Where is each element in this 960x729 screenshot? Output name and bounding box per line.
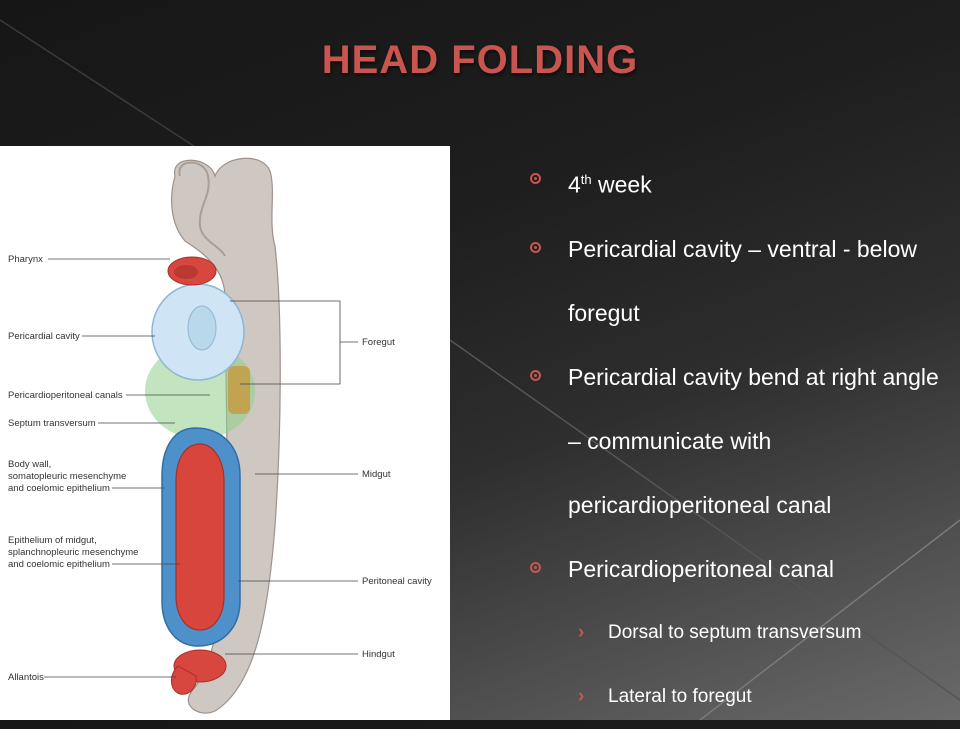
bullet-item: Pericardial cavity bend at right angle –… <box>530 345 950 537</box>
radio-circle-icon <box>530 561 541 573</box>
leader-lines <box>44 258 358 678</box>
sub-bullet-text: Lateral to foregut <box>608 685 752 707</box>
pharynx-opening <box>174 265 198 279</box>
label-peritoneal-cavity: Peritoneal cavity <box>362 576 432 587</box>
label-body-wall-3: and coelomic epithelium <box>8 483 110 494</box>
label-hindgut: Hindgut <box>362 649 395 660</box>
bullet-text-rest: week <box>591 171 652 198</box>
heart-tube <box>187 305 217 351</box>
radio-circle-icon <box>530 369 541 381</box>
bullet-text-main: 4 <box>568 171 581 198</box>
label-body-wall-2: somatopleuric mesenchyme <box>8 471 126 482</box>
bullet-text: Pericardioperitoneal canal <box>568 555 834 582</box>
label-allantois: Allantois <box>8 672 44 683</box>
label-septum-transversum: Septum transversum <box>8 418 96 429</box>
label-epithelium-1: Epithelium of midgut, <box>8 535 97 546</box>
label-midgut: Midgut <box>362 469 391 480</box>
bullet-text: Pericardial cavity bend at right angle –… <box>568 363 939 518</box>
chevron-right-icon: › <box>578 621 585 643</box>
sub-bullet-item: › Dorsal to septum transversum <box>530 601 950 665</box>
radio-circle-icon <box>530 241 541 253</box>
sub-bullet-text: Dorsal to septum transversum <box>608 621 862 643</box>
bullet-list: 4th week Pericardial cavity – ventral - … <box>530 148 950 729</box>
label-pericardioperitoneal-canals: Pericardioperitoneal canals <box>8 390 123 401</box>
sub-bullet-item: › Lateral to foregut <box>530 665 950 729</box>
label-pericardial-cavity: Pericardial cavity <box>8 331 80 342</box>
label-body-wall-1: Body wall, <box>8 459 51 470</box>
label-epithelium-3: and coelomic epithelium <box>8 559 110 570</box>
midgut-shape <box>175 443 225 631</box>
label-epithelium-2: splanchnopleuric mesenchyme <box>8 547 138 558</box>
bullet-text-sup: th <box>580 172 592 187</box>
bullet-item: 4th week <box>530 148 950 217</box>
slide-title: HEAD FOLDING <box>321 38 639 82</box>
embryo-diagram: Pharynx Pericardial cavity Pericardioper… <box>0 146 450 720</box>
radio-circle-icon <box>530 173 541 184</box>
bullet-item: Pericardial cavity – ventral - below for… <box>530 217 950 345</box>
embryo-body <box>170 157 281 714</box>
septum-transversum-shape <box>228 366 250 414</box>
bullet-text: Pericardial cavity – ventral - below for… <box>568 235 917 326</box>
bullet-item: Pericardioperitoneal canal <box>530 537 950 601</box>
label-pharynx: Pharynx <box>8 254 43 265</box>
allantois-shape <box>171 665 197 695</box>
label-foregut: Foregut <box>362 337 395 348</box>
chevron-right-icon: › <box>578 685 585 707</box>
head-fold <box>178 161 226 257</box>
